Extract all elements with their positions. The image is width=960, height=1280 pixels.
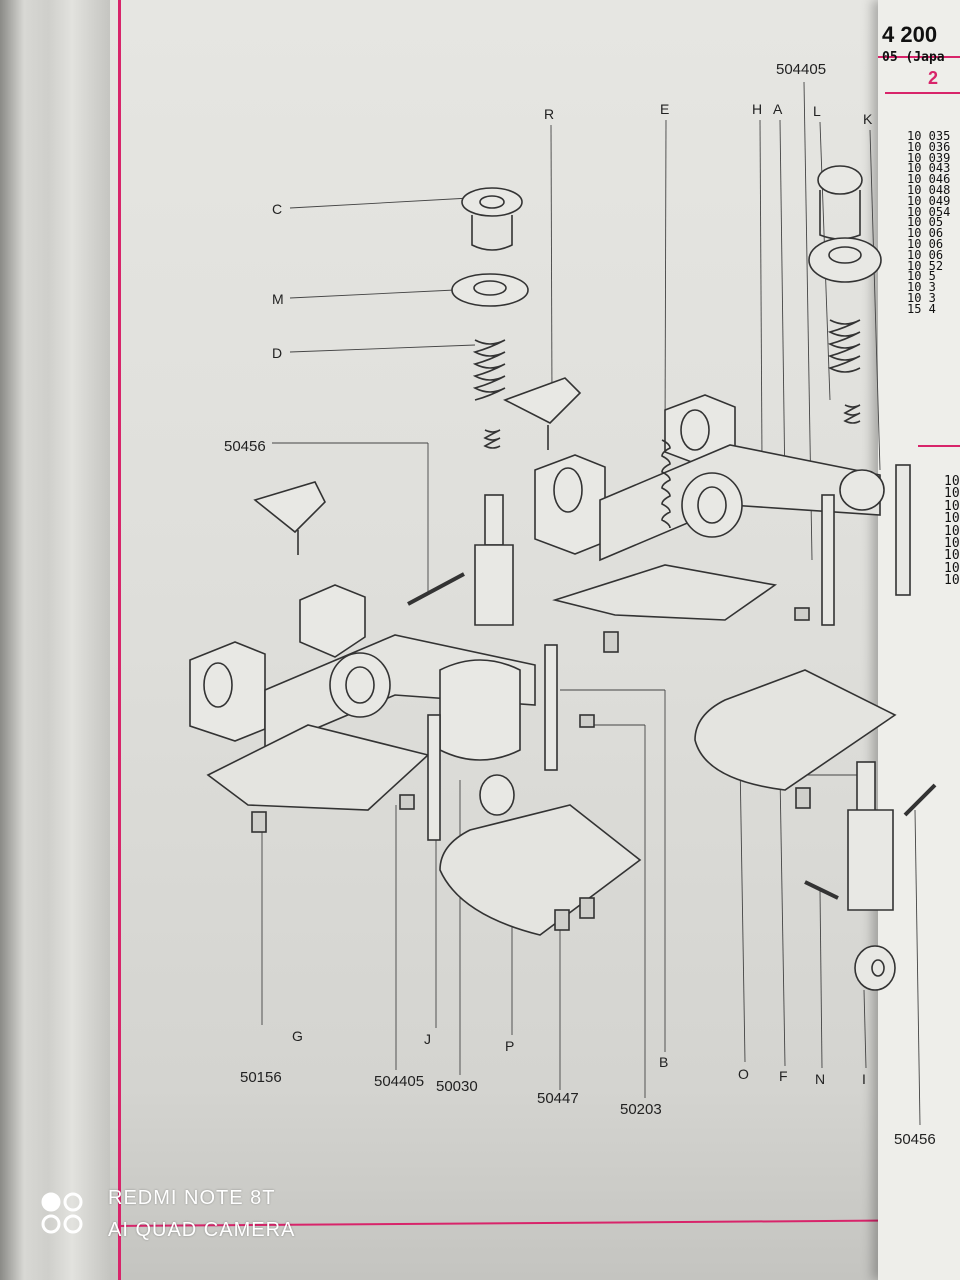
camera-logo-icon	[41, 1192, 83, 1234]
label-G: G	[292, 1028, 303, 1044]
part-number: 10 06	[907, 226, 944, 241]
part-number: 10	[944, 536, 960, 552]
part-number: 10 046	[907, 172, 951, 187]
label-P: P	[505, 1038, 515, 1054]
header-rule	[878, 56, 960, 58]
part-number: 10 3	[907, 290, 936, 305]
book-page-edges	[0, 0, 120, 1280]
part-number: 10	[944, 523, 960, 539]
header-rule	[885, 92, 960, 94]
label-D: D	[272, 345, 283, 361]
label-50203: 50203	[620, 1101, 662, 1118]
part-number: 10 05	[907, 215, 944, 230]
section-rule	[918, 445, 960, 447]
part-number: 10 5	[907, 269, 936, 284]
label-O: O	[738, 1066, 749, 1082]
part-number: 10 06	[907, 236, 944, 251]
label-I: I	[862, 1071, 866, 1087]
label-L: L	[813, 103, 821, 119]
part-number: 10 048	[907, 182, 951, 197]
label-N: N	[815, 1071, 826, 1087]
page-margin-line	[118, 0, 121, 1280]
label-J: J	[424, 1031, 431, 1047]
part-number: 10 3	[907, 280, 936, 295]
right-page-title: 4 200	[882, 22, 938, 47]
right-page-subtitle: 05 (Japa	[882, 50, 945, 65]
watermark-line2: AI QUAD CAMERA	[108, 1219, 296, 1241]
label-F: F	[779, 1068, 788, 1084]
label-50447: 50447	[537, 1090, 579, 1107]
label-M: M	[272, 291, 284, 307]
part-number: 10 039	[907, 150, 951, 165]
part-number: 10	[944, 548, 960, 564]
part-number: 15 4	[907, 301, 936, 316]
label-C: C	[272, 201, 283, 217]
label-A: A	[773, 101, 783, 117]
part-number: 10 049	[907, 193, 951, 208]
part-number: 10 043	[907, 161, 951, 176]
part-number: 10	[944, 560, 960, 576]
label-K: K	[863, 111, 873, 127]
part-number: 10 06	[907, 247, 944, 262]
part-number: 10	[944, 573, 960, 589]
watermark-line1: REDMI NOTE 8T	[108, 1187, 276, 1209]
label-50156: 50156	[240, 1069, 282, 1086]
part-number: 10 52	[907, 258, 944, 273]
label-504405-bottom: 504405	[374, 1073, 425, 1090]
label-504405-top: 504405	[776, 61, 827, 78]
part-number: 10	[944, 474, 960, 489]
label-H: H	[752, 101, 763, 117]
part-number: 10 035	[907, 129, 951, 143]
label-50456-left: 50456	[224, 438, 266, 455]
label-50030: 50030	[436, 1078, 478, 1095]
label-E: E	[660, 101, 670, 117]
part-number: 10	[944, 486, 960, 502]
part-number: 10 036	[907, 139, 951, 154]
part-number: 10 054	[907, 204, 951, 219]
part-number: 10	[944, 498, 960, 514]
right-page-number: 2	[928, 68, 939, 88]
label-50456-bottom: 50456	[894, 1131, 936, 1148]
label-B: B	[659, 1054, 669, 1070]
part-number: 10	[944, 511, 960, 527]
label-R: R	[544, 106, 555, 122]
